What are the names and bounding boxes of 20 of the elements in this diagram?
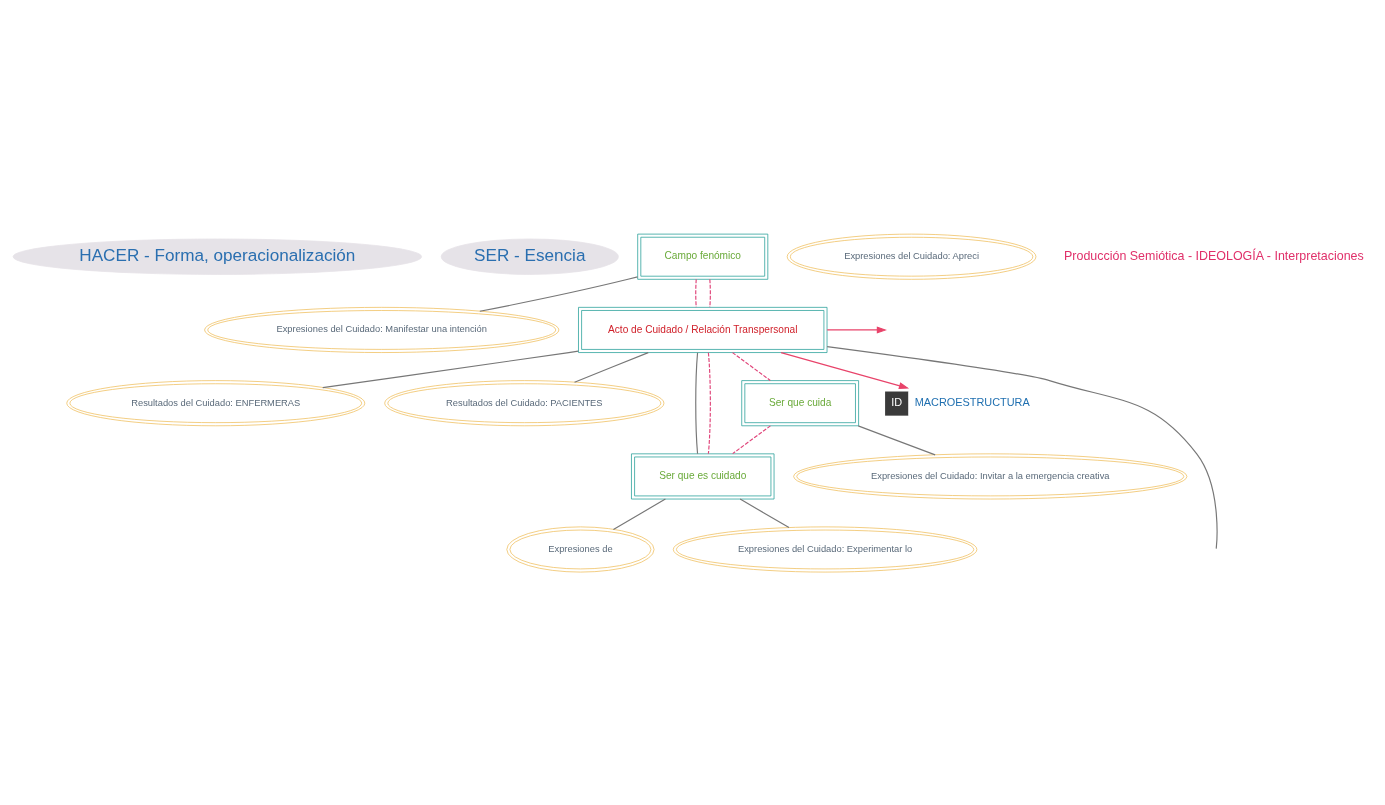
connector — [322, 350, 579, 388]
node-ellipse: SER - Esencia — [440, 238, 619, 275]
node-text: ID — [891, 395, 903, 408]
connector — [826, 345, 1218, 549]
connector — [479, 275, 639, 312]
connector — [695, 278, 697, 308]
connector — [857, 424, 936, 455]
connector — [731, 351, 771, 381]
label: Producción Semiótica - IDEOLOGÍA - Interpretaciones — [1064, 248, 1364, 263]
arrow — [780, 351, 910, 389]
connector — [732, 424, 771, 454]
connector — [739, 497, 790, 528]
connector — [612, 497, 666, 530]
connector — [573, 351, 649, 383]
node-label: MACROESTRUCTURA — [914, 395, 1030, 408]
connector — [695, 351, 699, 454]
connector — [707, 351, 711, 454]
connector — [709, 278, 711, 308]
arrow — [826, 325, 887, 333]
node-ellipse: HACER - Forma, operacionalización — [12, 238, 422, 275]
